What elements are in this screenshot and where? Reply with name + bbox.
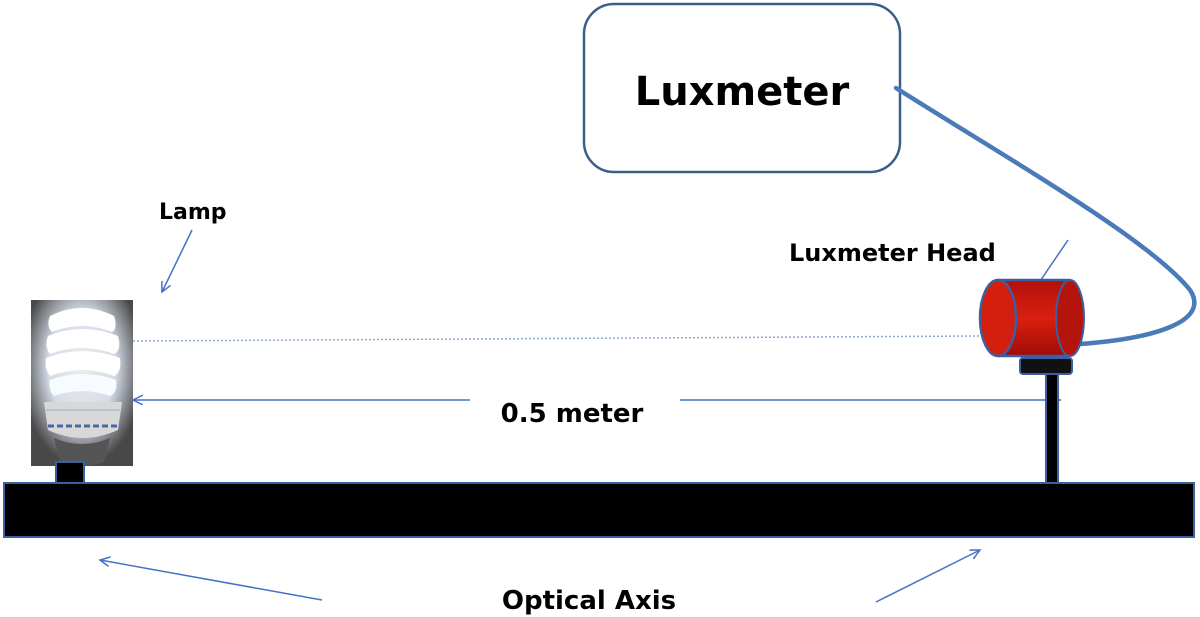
lamp-pointer-arrow (162, 229, 193, 292)
luxmeter-head-label: Luxmeter Head (789, 239, 996, 267)
luxmeter-head (978, 278, 1085, 485)
light-path-line (132, 335, 981, 342)
lamp-base (44, 402, 122, 466)
luxmeter-cable (893, 85, 1197, 348)
distance-label: 0.5 meter (501, 399, 644, 429)
optical-bench-rail (3, 482, 1195, 538)
luxmeter-head-stand (1045, 373, 1059, 485)
luxmeter-box: Luxmeter (582, 2, 902, 174)
lamp (31, 300, 133, 493)
luxmeter-label: Luxmeter (635, 69, 850, 115)
optical-axis-arrow-left (100, 560, 323, 601)
optical-axis-label: Optical Axis (502, 586, 676, 616)
lamp-label: Lamp (159, 200, 227, 225)
luxmeter-head-mount (1019, 357, 1073, 375)
optical-axis-arrow-right (875, 550, 980, 603)
cfl-bulb-icon (45, 308, 121, 396)
